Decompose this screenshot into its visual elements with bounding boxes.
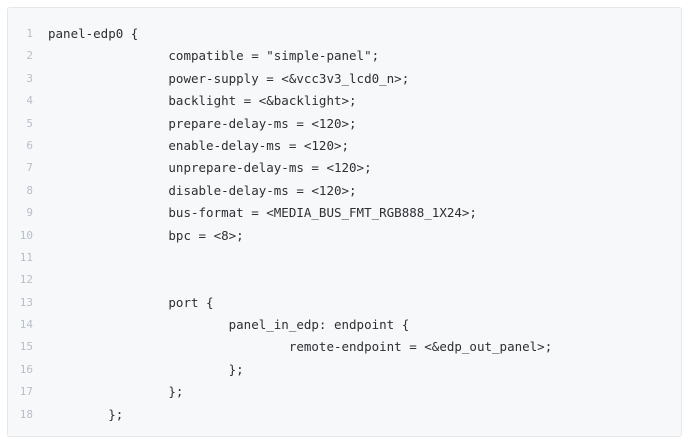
line-number: 10 [19, 228, 33, 242]
code-text: bpc = <8>; [48, 227, 244, 243]
code-text [48, 247, 681, 269]
line-number: 4 [26, 94, 33, 108]
line-number: 13 [19, 295, 33, 309]
code-text: panel-edp0 { [48, 26, 139, 41]
code-text: power-supply = <&vcc3v3_lcd0_n>; [48, 70, 410, 86]
code-line: 11 [8, 247, 681, 269]
code-text: unprepare-delay-ms = <120>; [48, 160, 372, 176]
line-number: 14 [19, 318, 33, 332]
code-text: backlight = <&backlight>; [48, 93, 357, 109]
line-number: 7 [26, 161, 33, 175]
code-line: 12 [8, 269, 681, 291]
code-line: 13 port { [8, 292, 681, 314]
code-text: prepare-delay-ms = <120>; [48, 115, 357, 131]
code-text: }; [48, 361, 244, 377]
code-lines: 1 panel-edp0 { 2 compatible = "simple-pa… [8, 23, 681, 426]
code-text: port { [48, 294, 214, 310]
line-number: 1 [26, 27, 33, 40]
code-line: 14 panel_in_edp: endpoint { [8, 314, 681, 336]
code-line: 2 compatible = "simple-panel"; [8, 45, 681, 67]
line-number: 8 [26, 183, 33, 197]
line-number: 3 [26, 71, 33, 85]
code-line: 10 bpc = <8>; [8, 225, 681, 247]
code-line: 17 }; [8, 381, 681, 403]
line-number: 6 [26, 138, 33, 152]
code-text: }; [48, 384, 184, 400]
code-line: 3 power-supply = <&vcc3v3_lcd0_n>; [8, 68, 681, 90]
code-line: 1 panel-edp0 { [8, 23, 681, 45]
code-line: 7 unprepare-delay-ms = <120>; [8, 157, 681, 179]
line-number: 9 [26, 206, 33, 220]
line-number: 17 [19, 385, 33, 399]
code-text [48, 269, 681, 291]
code-text: remote-endpoint = <&edp_out_panel>; [48, 339, 553, 355]
code-line: 6 enable-delay-ms = <120>; [8, 135, 681, 157]
code-text: enable-delay-ms = <120>; [48, 137, 350, 153]
code-line: 9 bus-format = <MEDIA_BUS_FMT_RGB888_1X2… [8, 202, 681, 224]
code-line: 4 backlight = <&backlight>; [8, 90, 681, 112]
code-line: 18 }; [8, 404, 681, 426]
line-number: 15 [19, 340, 33, 354]
code-text: panel_in_edp: endpoint { [48, 317, 410, 333]
line-number: 2 [26, 49, 33, 63]
line-number: 16 [19, 362, 33, 376]
code-line: 16 }; [8, 359, 681, 381]
code-text: bus-format = <MEDIA_BUS_FMT_RGB888_1X24>… [48, 205, 477, 221]
code-text: disable-delay-ms = <120>; [48, 182, 357, 198]
line-number: 5 [26, 116, 33, 130]
line-number: 11 [19, 250, 33, 264]
code-line: 5 prepare-delay-ms = <120>; [8, 113, 681, 135]
code-line: 15 remote-endpoint = <&edp_out_panel>; [8, 336, 681, 358]
line-number: 12 [19, 273, 33, 287]
code-text: }; [48, 406, 124, 422]
code-block: 1 panel-edp0 { 2 compatible = "simple-pa… [7, 7, 682, 437]
line-number: 18 [19, 407, 33, 421]
code-text: compatible = "simple-panel"; [48, 48, 380, 64]
code-line: 8 disable-delay-ms = <120>; [8, 180, 681, 202]
